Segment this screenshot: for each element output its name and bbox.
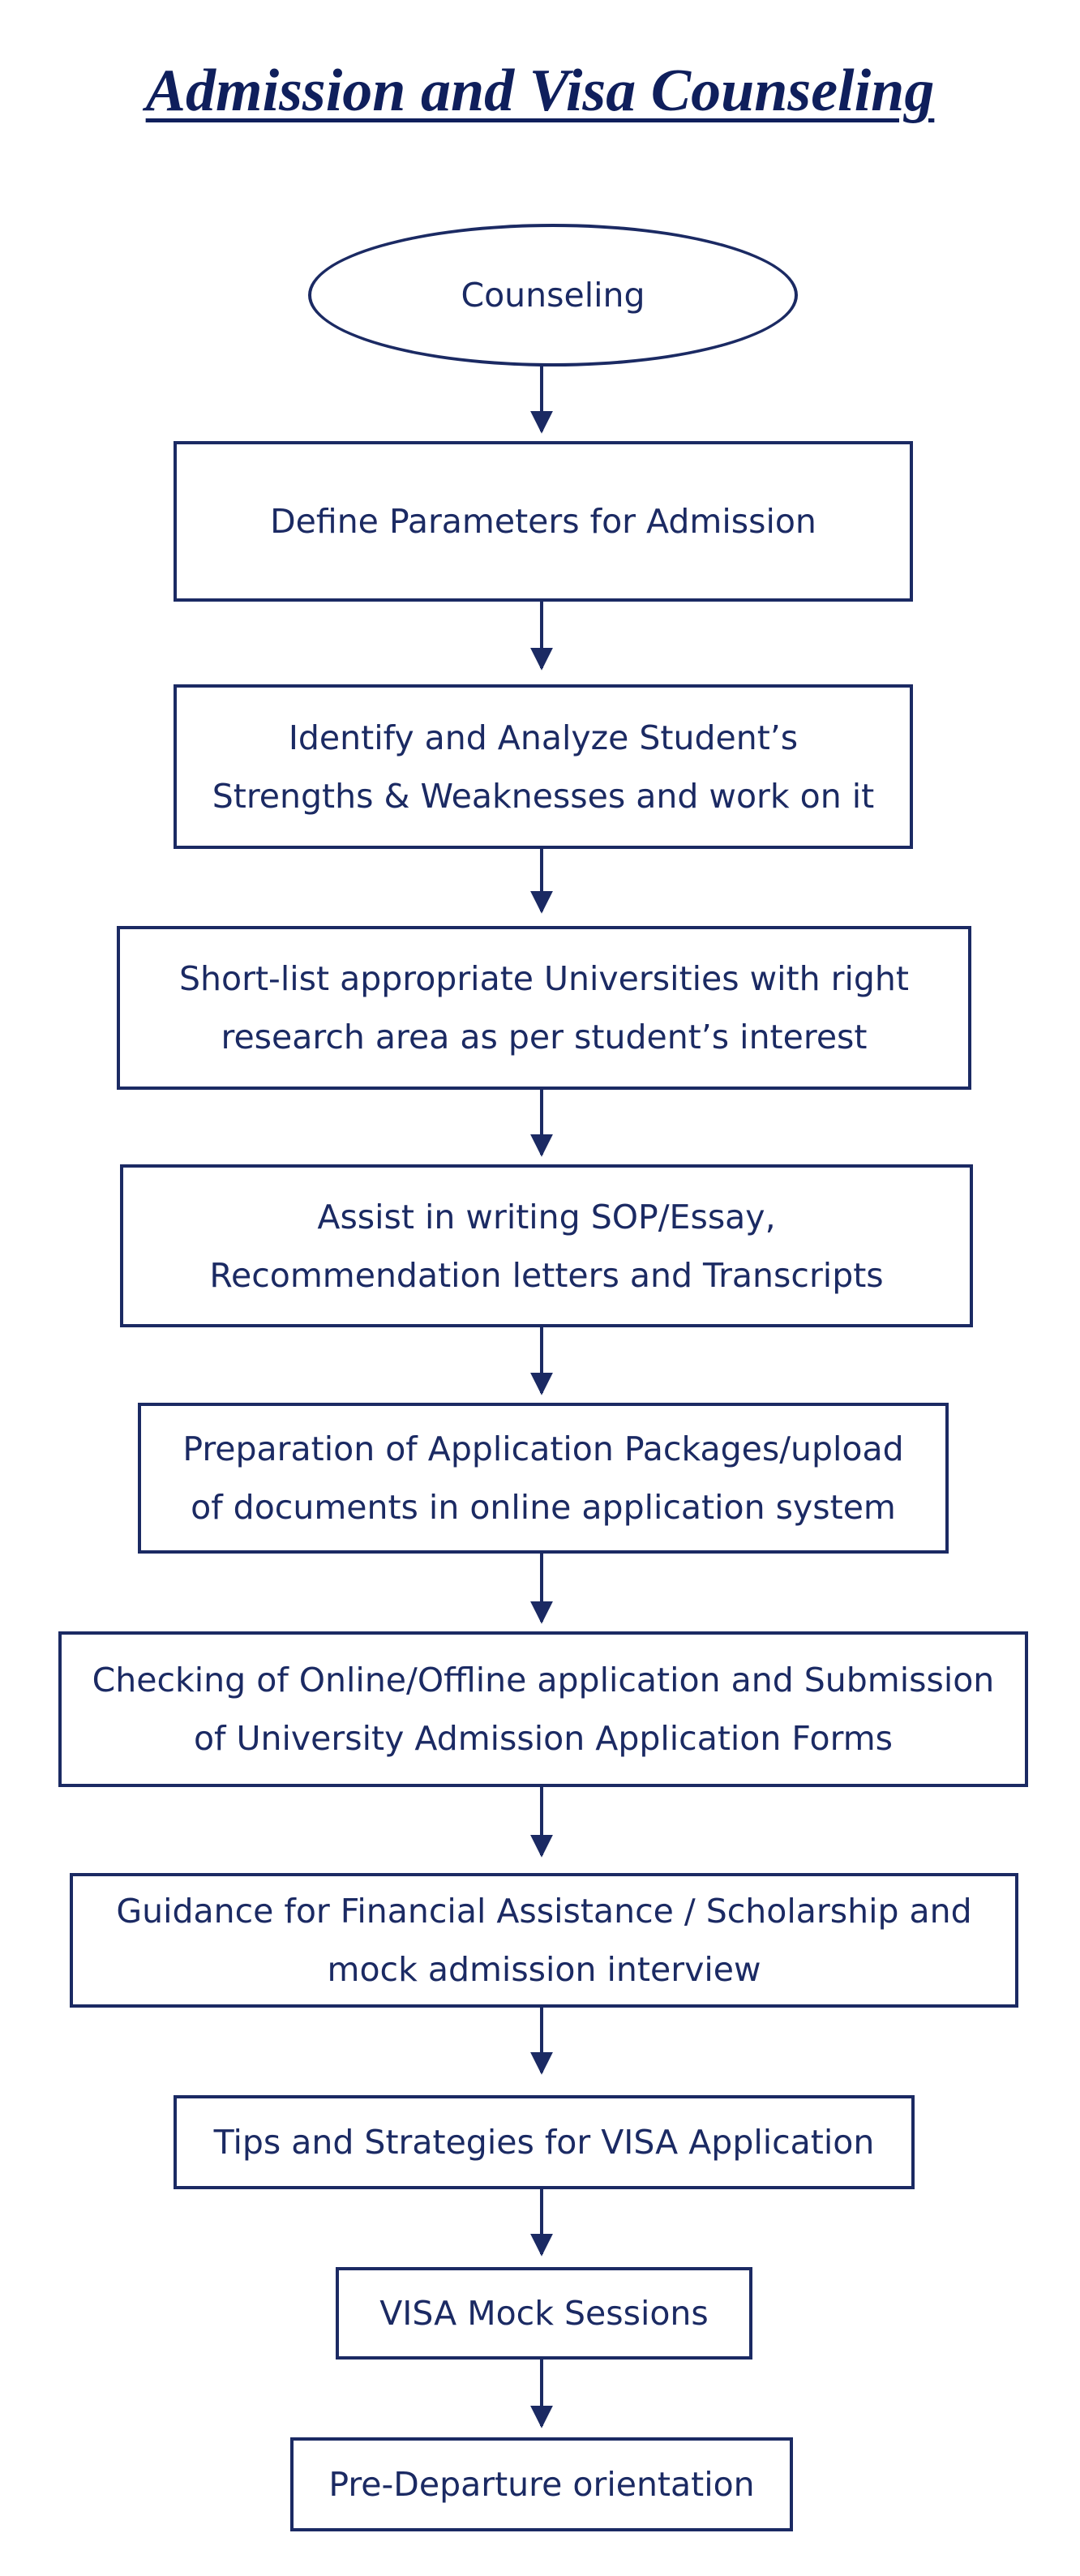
page-title: Admission and Visa Counseling bbox=[145, 58, 935, 124]
step-label: Tips and Strategies for VISA Application bbox=[213, 2123, 875, 2162]
step-label: Preparation of Application Packages/uplo… bbox=[182, 1429, 904, 1527]
step-label: Short-list appropriate Universities with… bbox=[179, 959, 909, 1057]
step-pre-departure: Pre-Departure orientation bbox=[290, 2437, 793, 2531]
step-identify-analyze: Identify and Analyze Student’s Strengths… bbox=[174, 684, 913, 849]
step-label: VISA Mock Sessions bbox=[379, 2294, 709, 2333]
step-visa-mock: VISA Mock Sessions bbox=[336, 2267, 752, 2360]
step-label: Assist in writing SOP/Essay, Recommendat… bbox=[209, 1197, 884, 1295]
step-label: Counseling bbox=[461, 276, 645, 315]
step-label: Define Parameters for Admission bbox=[270, 502, 816, 541]
step-label: Pre-Departure orientation bbox=[328, 2465, 755, 2504]
step-guidance-financial: Guidance for Financial Assistance / Scho… bbox=[70, 1873, 1018, 2008]
step-label: Identify and Analyze Student’s Strengths… bbox=[212, 718, 875, 816]
step-label: Checking of Online/Offline application a… bbox=[92, 1661, 995, 1758]
step-tips-visa: Tips and Strategies for VISA Application bbox=[174, 2095, 915, 2189]
step-assist-writing: Assist in writing SOP/Essay, Recommendat… bbox=[120, 1164, 973, 1327]
step-short-list-universities: Short-list appropriate Universities with… bbox=[117, 926, 971, 1090]
step-label: Guidance for Financial Assistance / Scho… bbox=[116, 1892, 972, 1989]
step-define-parameters: Define Parameters for Admission bbox=[174, 441, 913, 602]
step-checking-application: Checking of Online/Offline application a… bbox=[58, 1631, 1028, 1787]
step-counseling: Counseling bbox=[308, 224, 798, 366]
step-preparation-packages: Preparation of Application Packages/uplo… bbox=[138, 1403, 949, 1554]
